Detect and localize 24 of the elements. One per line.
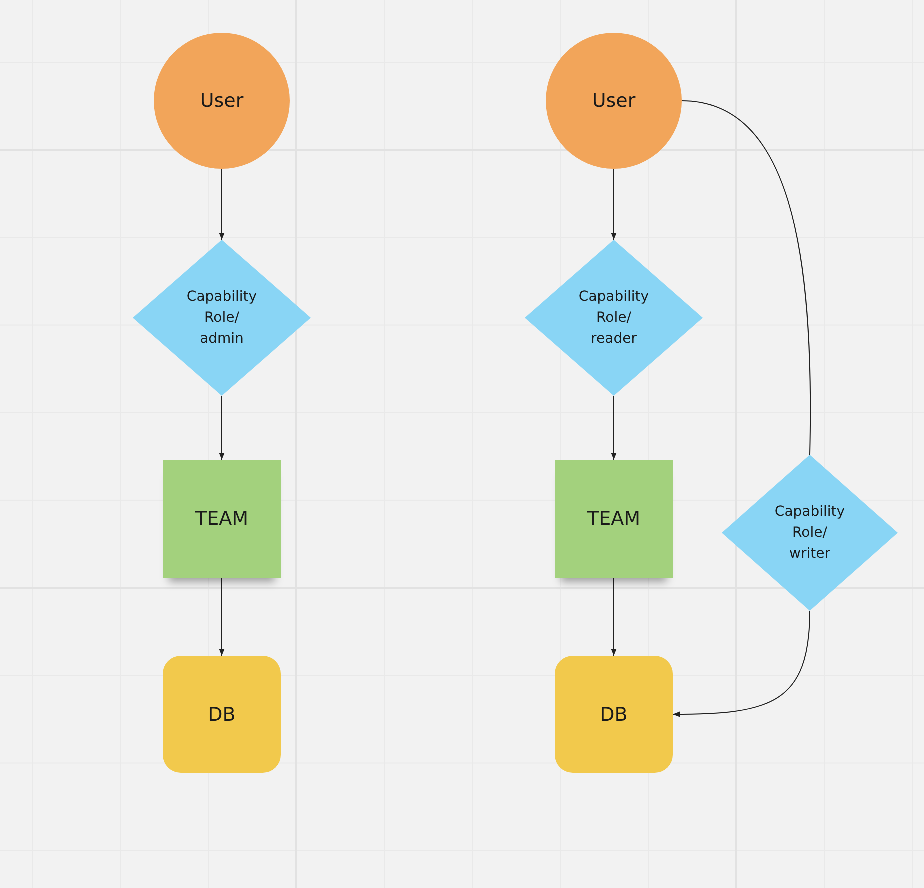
- arrow: [219, 396, 225, 460]
- node-label: DB: [208, 702, 236, 726]
- arrow: [219, 168, 225, 240]
- node-label: Capability Role/ reader: [578, 288, 650, 348]
- node-label: User: [592, 89, 636, 113]
- node-label: Capability Role/ writer: [774, 502, 846, 564]
- node-label: TEAM: [195, 507, 248, 531]
- decision-diamond: [722, 455, 898, 611]
- decision-diamond: [133, 240, 311, 396]
- arrow: [611, 396, 617, 460]
- arrow: [611, 578, 617, 656]
- node-label: TEAM: [587, 507, 640, 531]
- arrow: [219, 578, 225, 656]
- node-label: Capability Role/ admin: [186, 288, 258, 348]
- connector-line: [682, 100, 812, 456]
- arrow: [611, 168, 617, 240]
- sticky-note: [555, 460, 673, 578]
- rounded-box: [555, 656, 673, 773]
- decision-diamond: [525, 240, 703, 396]
- node-label: User: [200, 89, 244, 113]
- sticky-note: [163, 460, 281, 578]
- node-label: DB: [600, 702, 628, 726]
- arrow: [672, 610, 810, 718]
- rounded-box: [163, 656, 281, 773]
